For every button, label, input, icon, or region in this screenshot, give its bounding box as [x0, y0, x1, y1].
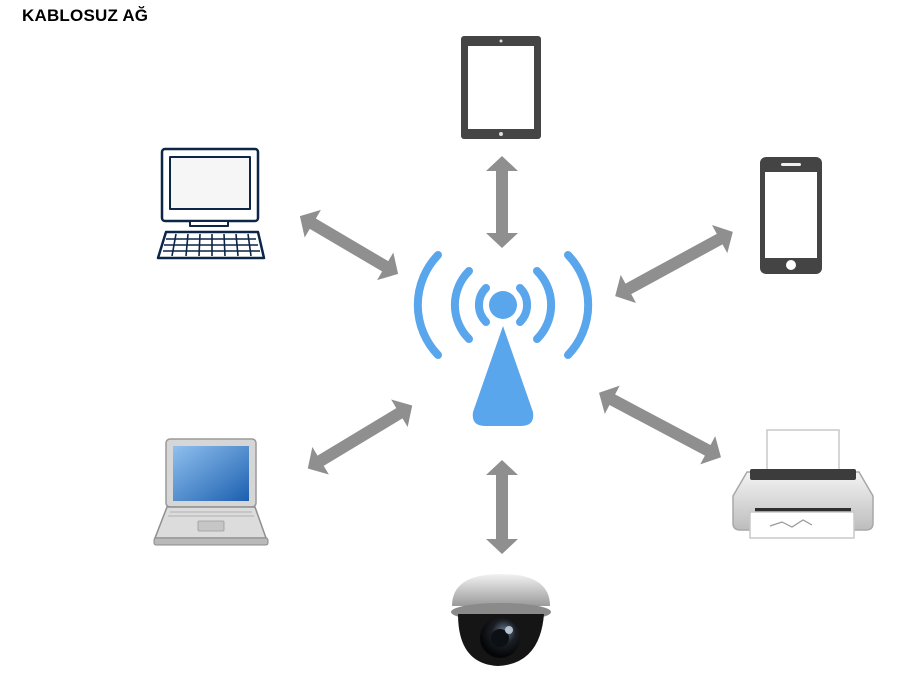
page-title: KABLOSUZ AĞ	[22, 6, 149, 25]
arrow-laptop	[307, 399, 413, 475]
security-camera-icon	[451, 574, 551, 666]
arrow-printer	[599, 385, 721, 465]
arrow-smartphone	[615, 225, 733, 303]
arrow-camera	[486, 460, 518, 554]
arrow-desktop	[299, 209, 399, 281]
laptop-icon	[153, 438, 269, 546]
tablet-icon	[461, 36, 541, 139]
desktop-computer-icon	[156, 147, 266, 260]
arrow-tablet	[486, 156, 518, 248]
smartphone-icon	[760, 157, 822, 274]
printer-icon	[732, 429, 874, 539]
wifi-antenna-icon	[413, 251, 593, 426]
